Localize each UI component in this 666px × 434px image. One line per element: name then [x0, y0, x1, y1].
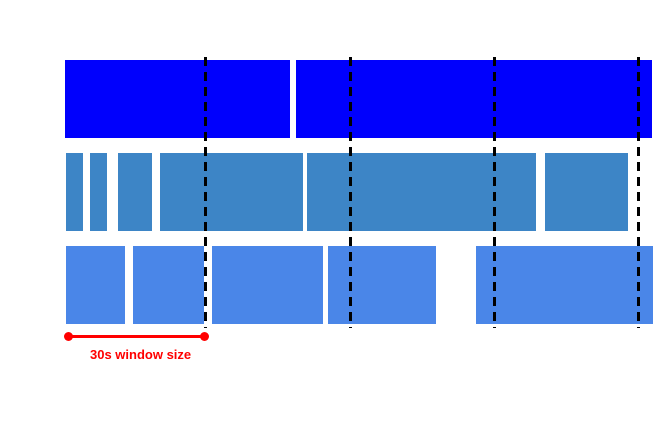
bar-segment — [66, 153, 83, 231]
window-boundary-line — [203, 57, 207, 328]
bar-segment — [65, 60, 290, 138]
bar-segment — [212, 246, 323, 324]
bar-segment — [328, 246, 436, 324]
bar-segment — [296, 60, 652, 138]
bar-segment — [90, 153, 107, 231]
bar-segment — [160, 153, 303, 231]
window-size-arrow-line — [68, 335, 204, 338]
window-boundary-line — [637, 57, 640, 328]
window-size-arrow-start-dot — [63, 331, 73, 341]
bar-segment — [307, 153, 536, 231]
window-boundary-line — [348, 57, 352, 328]
bar-segment — [476, 246, 653, 324]
window-boundary-line — [493, 57, 496, 328]
bar-segment — [66, 246, 125, 324]
bar-segment — [545, 153, 628, 231]
window-size-label: 30s window size — [90, 347, 192, 362]
bar-segment — [118, 153, 152, 231]
bar-segment — [133, 246, 204, 324]
window-size-arrow-end-dot — [199, 331, 209, 341]
